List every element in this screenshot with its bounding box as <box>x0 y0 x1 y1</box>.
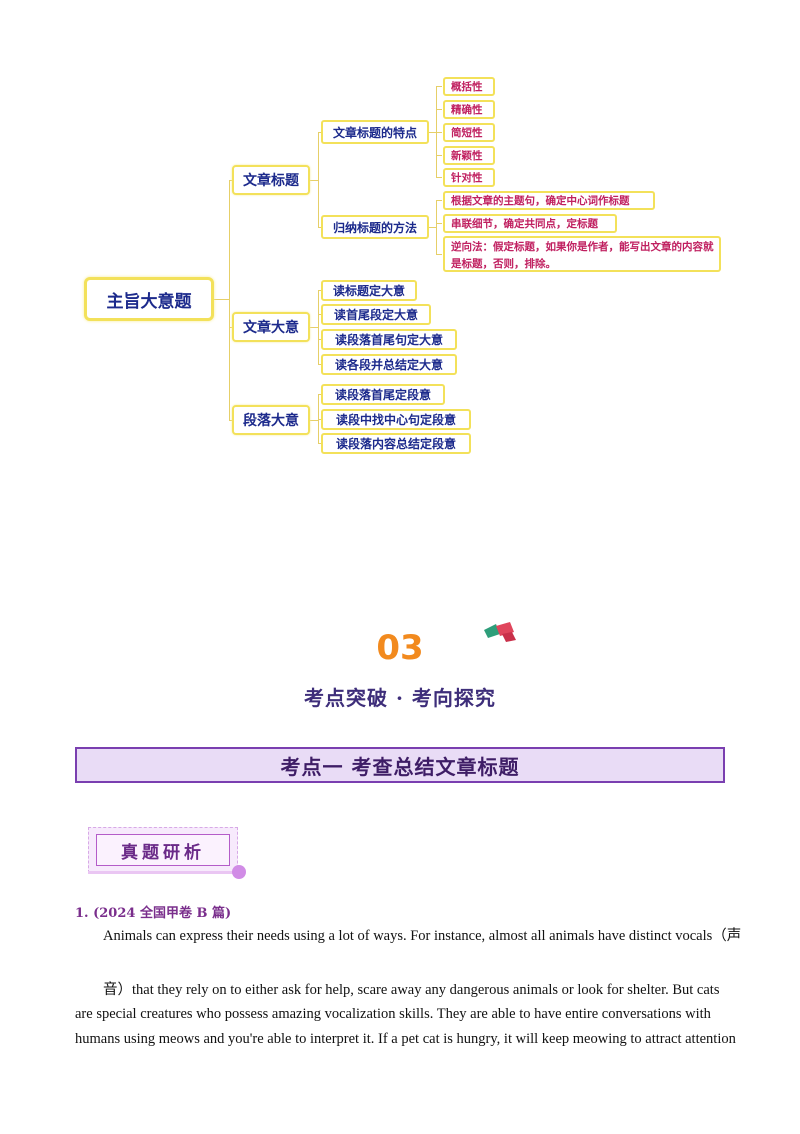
question-header: 1. (2024 全国甲卷 B 篇) <box>75 906 232 921</box>
connector <box>229 420 233 421</box>
connector <box>318 132 322 133</box>
mindmap-leaf: 读段中找中心句定段意 <box>321 409 471 430</box>
passage-line: Animals can express their needs using a … <box>103 928 742 944</box>
connector <box>436 109 442 110</box>
mindmap-leaf: 读首尾段定大意 <box>321 304 431 325</box>
mindmap-leaf: 读各段并总结定大意 <box>321 354 457 375</box>
mindmap-leaf: 读段落内容总结定段意 <box>321 433 471 454</box>
connector <box>213 299 229 300</box>
connector <box>318 227 322 228</box>
mindmap-leaf: 逆向法：假定标题，如果你是作者，能写出文章的内容就是标题，否则，排除。 <box>443 236 721 272</box>
connector <box>318 290 319 364</box>
passage-line: are special creatures who possess amazin… <box>75 1006 711 1022</box>
connector <box>428 132 436 133</box>
connector <box>310 420 318 421</box>
connector <box>229 327 233 328</box>
mindmap-branch-article-title: 文章标题 <box>232 165 310 195</box>
section-number: 03 <box>376 628 424 668</box>
decoration-icon <box>484 622 516 642</box>
mindmap-leaf: 针对性 <box>443 168 495 187</box>
mindmap-leaf: 新颖性 <box>443 146 495 165</box>
section-title: 考点突破 · 考向探究 <box>304 686 496 710</box>
mindmap-leaf: 概括性 <box>443 77 495 96</box>
passage-line: humans using meows and you're able to in… <box>75 1031 736 1047</box>
connector <box>318 132 319 227</box>
real-exam-badge: 真题研析 <box>88 827 248 879</box>
connector <box>436 86 437 177</box>
mindmap-node-title-methods: 归纳标题的方法 <box>321 215 429 239</box>
connector <box>436 155 442 156</box>
connector <box>436 223 442 224</box>
mindmap-leaf: 简短性 <box>443 123 495 142</box>
connector <box>229 180 230 420</box>
mindmap-leaf: 读段落首尾定段意 <box>321 384 445 405</box>
mindmap-leaf: 读标题定大意 <box>321 280 417 301</box>
mindmap-leaf: 串联细节，确定共同点，定标题 <box>443 214 617 233</box>
mindmap-branch-article-main-idea: 文章大意 <box>232 312 310 342</box>
connector <box>310 180 318 181</box>
connector <box>436 200 442 201</box>
mindmap-leaf: 精确性 <box>443 100 495 119</box>
passage-line: 音）that they rely on to either ask for he… <box>103 982 720 998</box>
connector <box>436 254 442 255</box>
connector <box>318 314 322 315</box>
connector <box>436 200 437 254</box>
badge-dot-icon <box>232 865 246 879</box>
topic-banner: 考点一 考查总结文章标题 <box>75 747 725 783</box>
connector <box>436 132 442 133</box>
connector <box>318 339 322 340</box>
connector <box>318 419 322 420</box>
mindmap-node-title-features: 文章标题的特点 <box>321 120 429 144</box>
connector <box>428 227 436 228</box>
connector <box>318 443 322 444</box>
badge-label: 真题研析 <box>96 834 230 866</box>
connector <box>318 290 322 291</box>
connector <box>310 327 318 328</box>
mindmap-root: 主旨大意题 <box>84 277 214 321</box>
connector <box>436 177 442 178</box>
connector <box>318 364 322 365</box>
connector <box>229 180 233 181</box>
mindmap-branch-paragraph-main-idea: 段落大意 <box>232 405 310 435</box>
connector <box>318 394 322 395</box>
mindmap-leaf: 读段落首尾句定大意 <box>321 329 457 350</box>
mindmap-leaf: 根据文章的主题句，确定中心词作标题 <box>443 191 655 210</box>
connector <box>436 86 442 87</box>
badge-underline <box>88 871 234 874</box>
